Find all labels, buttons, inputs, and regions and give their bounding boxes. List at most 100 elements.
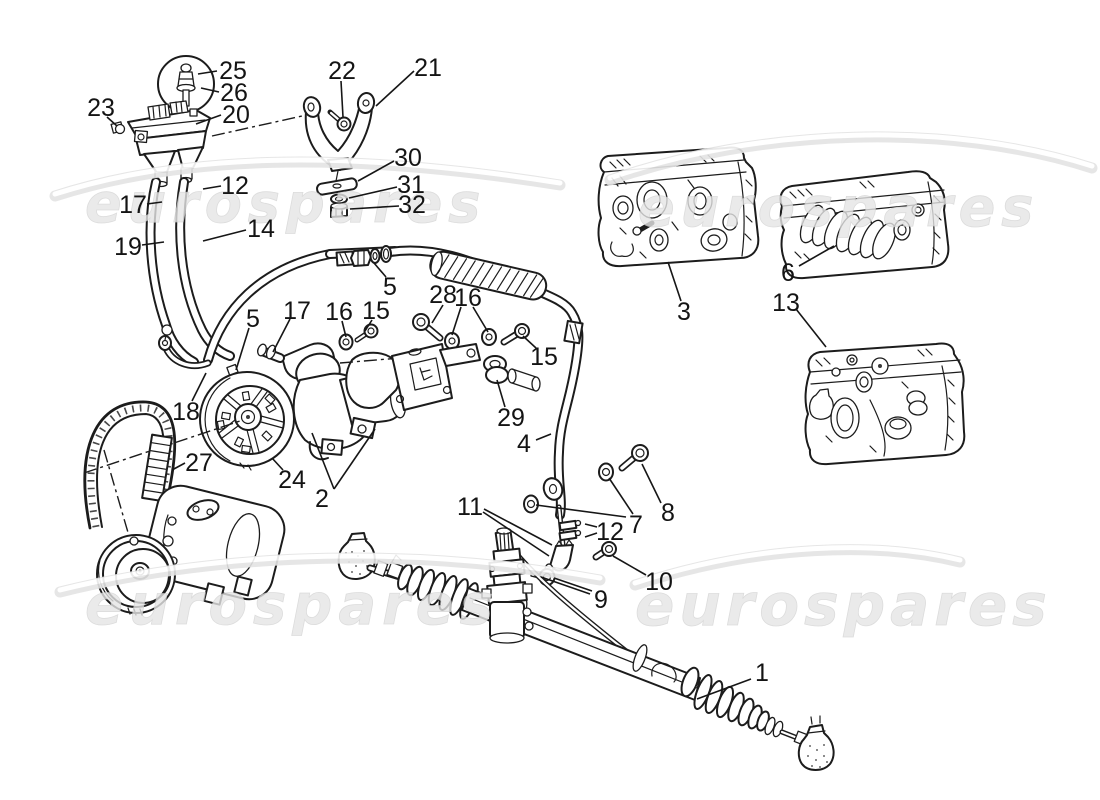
- callout-number-6: 6: [781, 259, 795, 287]
- callout-leader-4: [535, 433, 552, 441]
- callout-leader-29: [496, 379, 506, 408]
- diagram-artwork: [83, 55, 966, 771]
- callout-leader-9: [553, 577, 593, 592]
- callout-number-12: 12: [596, 518, 624, 546]
- callout-number-22: 22: [328, 57, 356, 85]
- callout-leader-1: [696, 678, 752, 700]
- callout-leader-10: [612, 555, 647, 576]
- braided-sleeve: [429, 250, 548, 301]
- callout-leader-2: [311, 432, 335, 490]
- callout-leader-22: [340, 80, 344, 118]
- callout-leader-5: [373, 262, 387, 278]
- callout-leader-12: [584, 523, 598, 528]
- callout-number-27: 27: [185, 449, 213, 477]
- coil-spring: [799, 204, 896, 260]
- pump-pulley-24: [199, 363, 295, 471]
- callout-number-29: 29: [497, 404, 525, 432]
- callout-number-20: 20: [222, 101, 250, 129]
- callout-leader-28: [431, 304, 444, 324]
- watermark-text: eurospares: [638, 176, 1039, 239]
- callout-leader-5: [235, 327, 250, 371]
- callout-number-3: 3: [677, 298, 691, 326]
- callout-leader-13: [795, 308, 827, 348]
- callout-leader-11: [483, 508, 553, 546]
- callout-leader-15: [522, 335, 537, 349]
- nut-32: [330, 202, 348, 218]
- callout-number-25: 25: [219, 57, 247, 85]
- callout-number-9: 9: [594, 586, 608, 614]
- callout-leader-18: [191, 372, 207, 402]
- pump-mounting-bracket: [339, 343, 541, 411]
- callout-leader-3: [667, 261, 682, 302]
- parts-bag-3: [597, 146, 760, 268]
- callout-leader-17: [146, 201, 163, 205]
- callout-number-19: 19: [114, 233, 142, 261]
- hoses: [145, 177, 584, 548]
- callout-number-31: 31: [397, 171, 425, 199]
- callout-number-17: 17: [283, 297, 311, 325]
- callout-number-23: 23: [87, 94, 115, 122]
- callout-leader-32: [349, 205, 400, 210]
- callout-number-1: 1: [755, 659, 769, 687]
- callout-leader-19: [141, 241, 165, 246]
- callout-leader-21: [375, 70, 415, 107]
- callout-number-15: 15: [362, 297, 390, 325]
- callout-leader-14: [202, 229, 247, 242]
- callout-leader-9: [540, 576, 591, 595]
- bolt-8: [618, 444, 649, 472]
- tie-rod-end-right: [797, 715, 835, 771]
- callout-number-13: 13: [772, 289, 800, 317]
- callout-number-5: 5: [383, 273, 397, 301]
- callout-leader-17: [272, 318, 291, 353]
- callout-number-17: 17: [119, 191, 147, 219]
- fluid-reservoir: [110, 100, 303, 188]
- callout-leader-12: [202, 185, 222, 190]
- callout-leader-6: [798, 245, 835, 267]
- callout-leader-12: [584, 532, 598, 538]
- callout-number-10: 10: [645, 568, 673, 596]
- callout-leader-24: [271, 457, 284, 471]
- parts-bag-13: [804, 342, 966, 466]
- callout-leader-16: [472, 306, 489, 333]
- callout-number-12: 12: [221, 172, 249, 200]
- callout-leader-23: [106, 116, 118, 127]
- callout-number-15: 15: [530, 343, 558, 371]
- callout-leader-16: [451, 306, 462, 336]
- bracket-screw-22: [327, 109, 352, 132]
- callout-number-28: 28: [429, 281, 457, 309]
- callout-number-32: 32: [398, 191, 426, 219]
- callout-leader-2: [333, 428, 376, 490]
- callout-number-18: 18: [172, 398, 200, 426]
- callout-leader-20: [195, 114, 222, 125]
- callout-number-2: 2: [315, 485, 329, 513]
- steering-rack: [337, 527, 835, 771]
- callout-leader-31: [348, 186, 398, 199]
- callout-number-30: 30: [394, 144, 422, 172]
- callout-number-4: 4: [517, 430, 531, 458]
- bolt-28: [412, 313, 444, 342]
- callout-leader-30: [357, 160, 395, 182]
- callout-number-14: 14: [247, 215, 275, 243]
- callout-number-11: 11: [457, 493, 483, 521]
- clamps-12: [558, 519, 582, 542]
- callout-leader-27: [171, 462, 186, 471]
- callout-number-5: 5: [246, 305, 260, 333]
- callout-leader-16: [341, 320, 347, 338]
- bracket-fasteners: [338, 313, 530, 351]
- drive-belt-27: [83, 400, 177, 561]
- callout-leader-7: [608, 477, 634, 515]
- callout-number-16: 16: [454, 284, 482, 312]
- callout-leader-7: [535, 504, 627, 518]
- parts-bag-6: [779, 170, 950, 280]
- callout-leader-26: [200, 87, 220, 93]
- callout-number-8: 8: [661, 499, 675, 527]
- bushing-29: [483, 355, 541, 392]
- reservoir-clip-23: [110, 121, 126, 135]
- callout-leader-11: [482, 511, 550, 557]
- callout-leader-8: [641, 463, 662, 504]
- watermark-swooshes: [49, 131, 1098, 598]
- bolt-10: [592, 541, 617, 561]
